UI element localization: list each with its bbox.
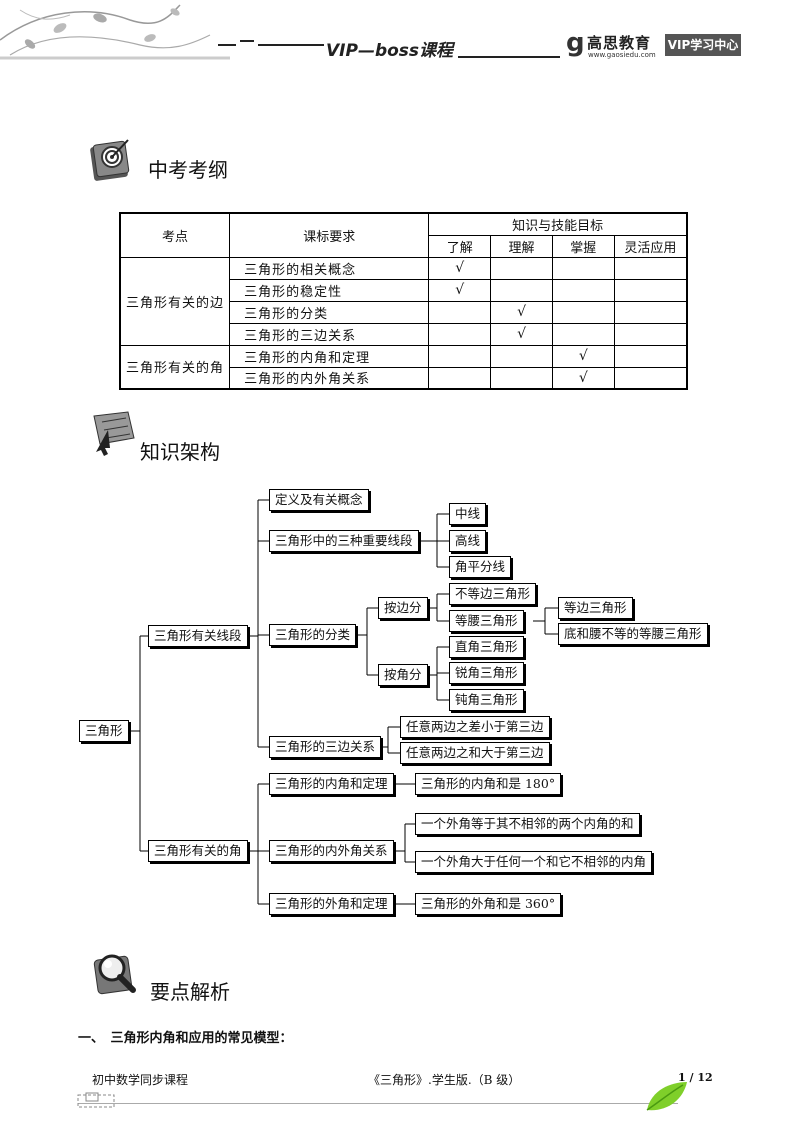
page-total: 12 [697,1071,713,1084]
tree-node-right: 直角三角形 [449,636,524,658]
tree-node-root: 三角形 [79,720,129,742]
brand-url: www.gaosiedu.com [588,51,656,59]
tree-node-side: 三角形有关线段 [148,625,248,647]
footer-page-number: 1 / 12 [678,1071,713,1084]
requirement-cell: 三角形的内外角关系 [229,366,430,390]
tree-node-classification: 三角形的分类 [269,624,357,646]
col-header-requirement: 课标要求 [229,212,430,258]
header-title: VIP—boss课程 [326,41,454,61]
tree-node-angle: 三角形有关的角 [148,840,248,862]
tree-node-median: 中线 [449,503,487,525]
tree-node-in-out-relation: 三角形的内外角关系 [269,840,394,862]
magnifier-icon [93,954,136,995]
tree-node-three-sides: 三角形的三边关系 [269,736,382,758]
decorative-swirl [0,4,230,60]
footer-doc-title: 《三角形》.学生版.（B 级） [368,1073,521,1087]
tree-node-non-equal-isosceles: 底和腰不等的等腰三角形 [558,623,708,645]
tree-node-sum-rule: 任意两边之和大于第三边 [400,742,550,764]
tree-node-exterior-eq: 一个外角等于其不相邻的两个内角的和 [415,813,640,835]
section-title-exam-outline: 中考考纲 [148,158,228,182]
section-title-knowledge-framework: 知识架构 [140,440,220,464]
tree-node-exterior-gt: 一个外角大于任何一个和它不相邻的内角 [415,851,653,873]
level-header: 灵活应用 [613,234,688,258]
tree-node-by-side: 按边分 [378,597,428,619]
footer-rule [78,1103,678,1104]
header-rule [240,40,254,42]
tree-node-obtuse: 钝角三角形 [449,689,524,711]
footer-course: 初中数学同步课程 [92,1073,189,1087]
group-name: 三角形有关的角 [119,344,231,390]
brand-name: 高思教育 [587,34,652,52]
tree-node-acute: 锐角三角形 [449,662,524,684]
green-leaf-icon [646,1082,687,1111]
tree-node-interior-theorem: 三角形的内角和定理 [269,773,394,795]
tree-node-by-angle: 按角分 [378,664,428,686]
check-cell [613,366,688,390]
target-book-icon [90,139,130,181]
page-current: 1 [678,1071,686,1084]
tree-node-isosceles: 等腰三角形 [449,610,524,632]
point-heading: 一、 三角形内角和应用的常见模型： [78,1031,293,1046]
tree-node-altitude: 高线 [449,530,487,552]
tree-node-three-lines: 三角形中的三种重要线段 [269,530,419,552]
tree-node-interior-sum: 三角形的内角和是 180° [415,773,562,795]
section-title-key-points: 要点解析 [150,980,230,1004]
tree-node-scalene: 不等边三角形 [449,583,537,605]
blueprint-pointer-icon [93,411,135,456]
tree-node-diff-rule: 任意两边之差小于第三边 [400,716,550,738]
tree-node-equilateral: 等边三角形 [558,597,633,619]
tree-node-def: 定义及有关概念 [269,489,369,511]
brand-logo-icon: g [566,28,585,58]
tree-node-bisector: 角平分线 [449,556,512,578]
footer-dashed-mark-icon [77,1092,115,1108]
brand-badge: VIP学习中心 [665,34,741,56]
col-header-goals: 知识与技能目标 [428,212,688,236]
level-header: 了解 [428,234,492,258]
header-rule [258,44,324,46]
header-rule [458,56,560,58]
exam-outline-table: 考点 课标要求 知识与技能目标 了解 理解 掌握 灵活应用 三角形有关的边 三角… [119,212,688,390]
tree-node-exterior-theorem: 三角形的外角和定理 [269,893,394,915]
tree-node-exterior-sum: 三角形的外角和是 360° [415,893,562,915]
header-rule [218,44,236,46]
requirement-cell: 三角形的相关概念 [229,256,430,280]
